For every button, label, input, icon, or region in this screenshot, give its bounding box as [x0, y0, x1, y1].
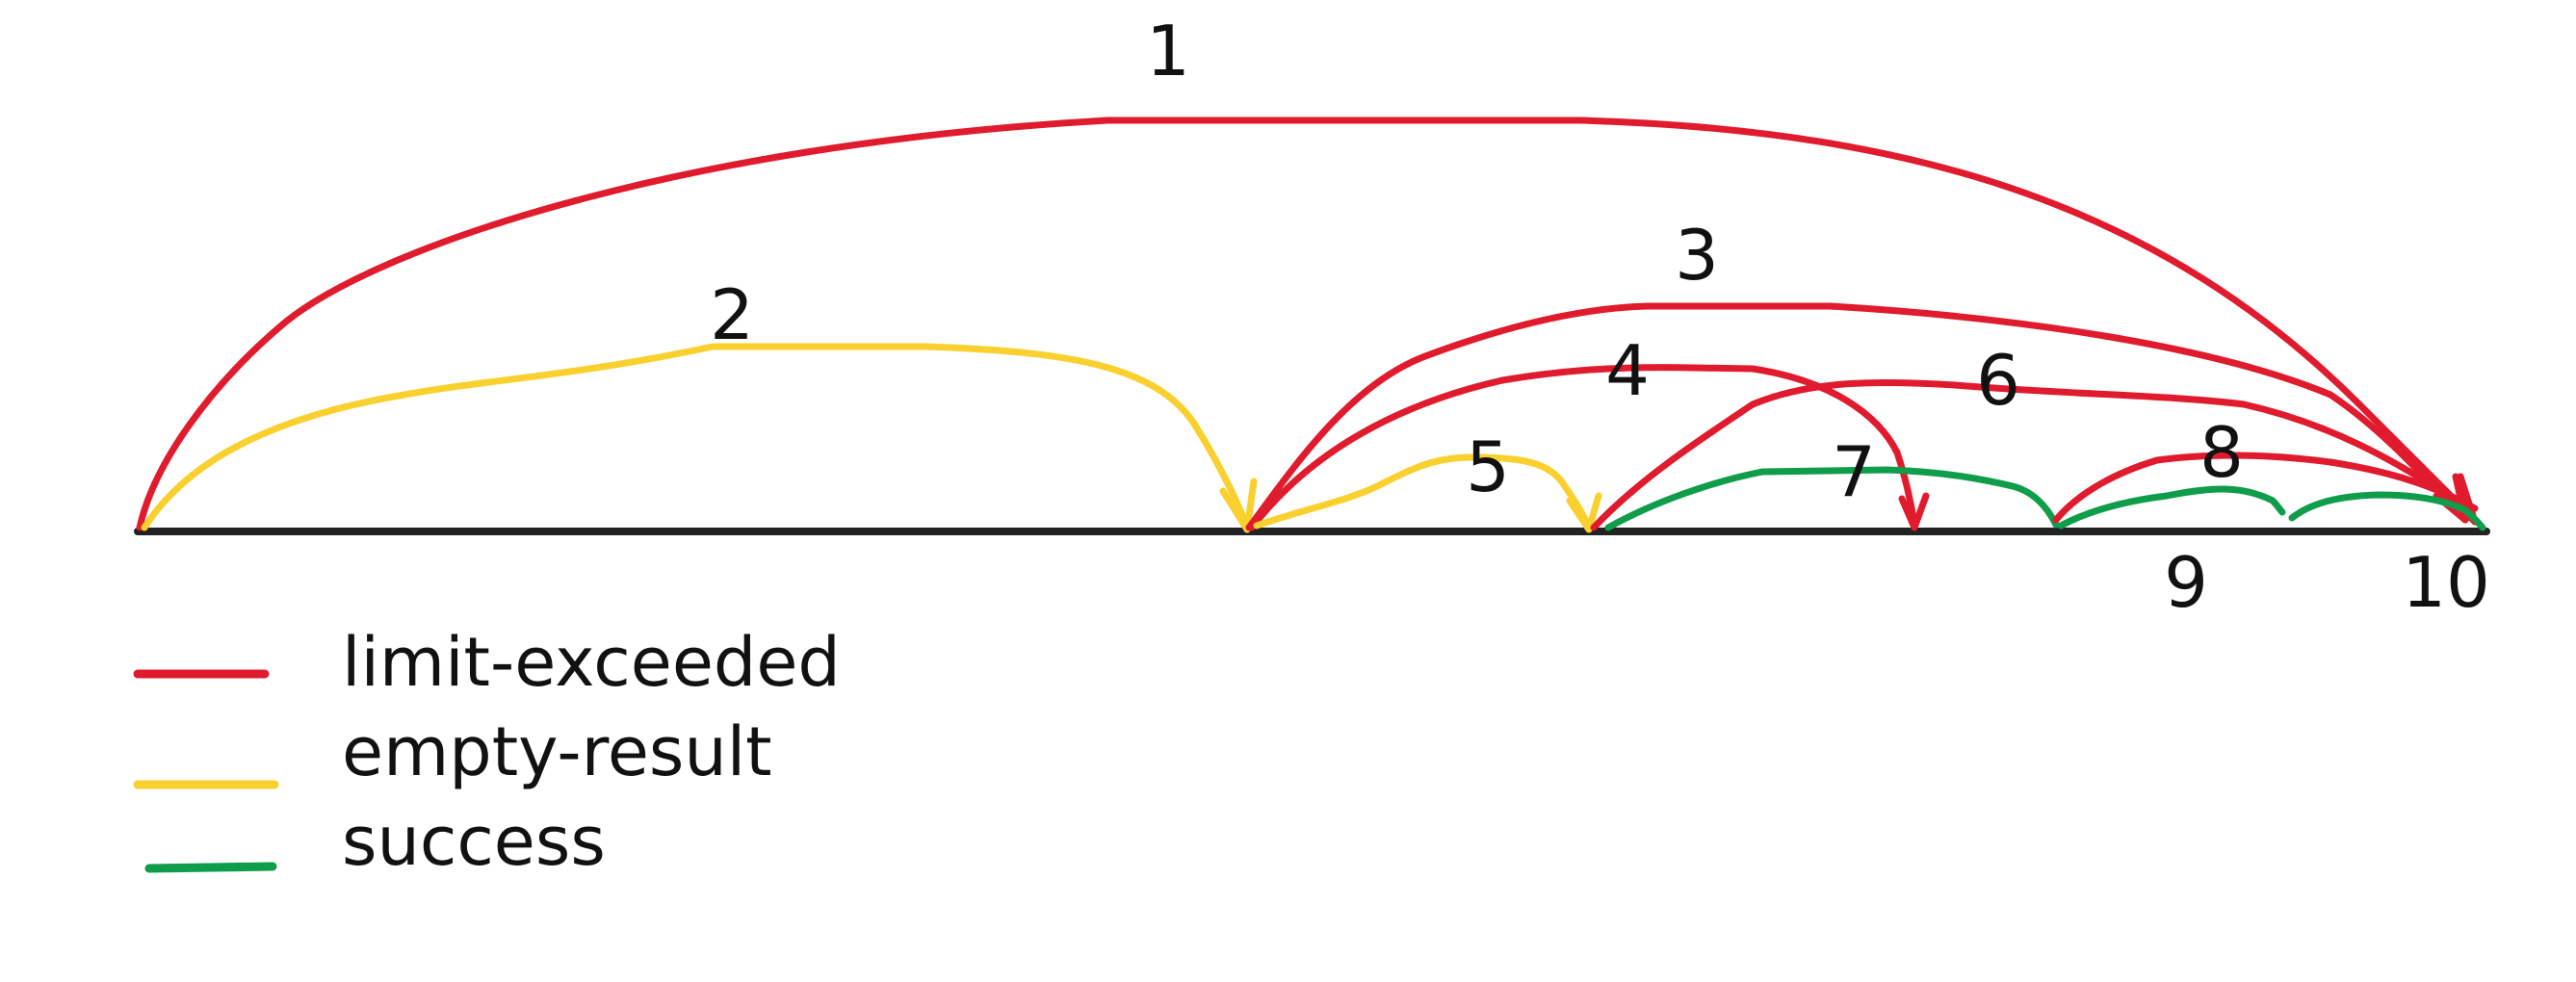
arc-8 [2052, 452, 2479, 524]
arc-7 [1604, 466, 2060, 531]
legend-label-empty-result: empty-result [342, 712, 772, 791]
arc-4-arrowhead [1898, 492, 1930, 531]
legend-swatch-success [144, 862, 277, 873]
arc-label-4: 4 [1605, 330, 1650, 411]
legend: limit-exceeded empty-result success [133, 623, 841, 881]
arc-6 [1590, 378, 2459, 531]
legend-label-success: success [342, 802, 606, 881]
arc-3 [1245, 302, 2469, 531]
arc-5 [1253, 453, 1593, 531]
arc-label-7: 7 [1832, 431, 1876, 512]
arc-9 [2057, 485, 2286, 530]
arc-label-6: 6 [1976, 340, 2020, 421]
arc-4 [1248, 364, 1918, 531]
legend-label-limit-exceeded: limit-exceeded [342, 623, 841, 702]
arc-2 [141, 343, 1251, 531]
arc-label-1: 1 [1146, 11, 1190, 91]
arc-1 [136, 116, 2479, 531]
arc-label-9: 9 [2164, 542, 2208, 623]
arc-label-3: 3 [1675, 215, 1719, 296]
arc-10 [2288, 491, 2486, 531]
arc-label-8: 8 [2199, 412, 2244, 493]
arc-label-10: 10 [2402, 542, 2490, 623]
arc-5-arrowhead [1566, 492, 1602, 533]
arc-label-2: 2 [710, 274, 754, 355]
arc-label-5: 5 [1466, 426, 1510, 507]
